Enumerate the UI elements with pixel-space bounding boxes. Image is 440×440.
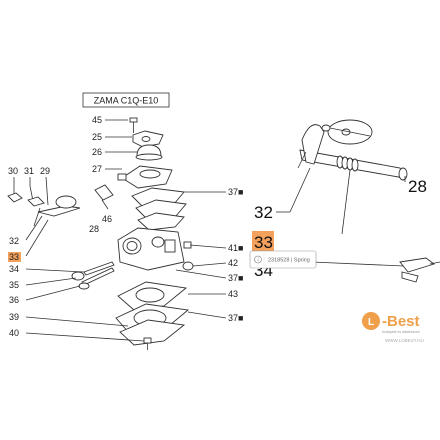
callout-33-highlight: [8, 252, 21, 262]
part-tooltip[interactable]: i 2318528 | Spring: [249, 250, 317, 269]
part-27-pump-body[interactable]: [117, 165, 173, 189]
brand-circle: [362, 312, 380, 330]
callout-26: 26: [92, 147, 102, 157]
callout-28: 28: [89, 224, 99, 234]
part-35-needle[interactable]: [71, 267, 115, 286]
zoom-callout-33-highlight: [252, 231, 274, 253]
callout-35: 35: [9, 280, 19, 290]
part-25-cover[interactable]: [132, 130, 164, 148]
part-39-cover[interactable]: [119, 319, 186, 346]
svg-text:L: L: [368, 317, 374, 328]
callout-43: 43: [228, 289, 238, 299]
zoom-callout-33: 33: [254, 233, 273, 252]
zoom-spring-33[interactable]: [336, 155, 359, 172]
part-34-needle[interactable]: [83, 261, 115, 276]
callout-37b: 37■: [228, 273, 243, 283]
svg-text:ZAMA C1Q-E10: ZAMA C1Q-E10: [94, 96, 159, 106]
callout-34: 34: [9, 264, 19, 274]
zoom-detail: 32 33 28 34: [252, 119, 440, 283]
brand-logo: L -Best budapest és alkatrészek WWW.LOBE…: [362, 312, 424, 343]
part-45-screw[interactable]: [129, 117, 138, 133]
callout-27: 27: [92, 164, 102, 174]
callout-39: 39: [9, 312, 19, 322]
callout-45: 45: [92, 115, 102, 125]
callout-29: 29: [40, 166, 50, 176]
callout-37c: 37■: [228, 313, 243, 323]
brand-name: -Best: [382, 313, 420, 330]
callout-41: 41■: [228, 243, 243, 253]
part-40-screw[interactable]: [143, 337, 152, 350]
part-42-plug[interactable]: [182, 261, 194, 271]
brand-url: WWW.LOBEST.HU: [385, 338, 424, 343]
model-label: ZAMA C1Q-E10: [82, 92, 170, 108]
part-36-spring[interactable]: [78, 282, 90, 290]
callout-25: 25: [92, 132, 102, 142]
callout-31: 31: [24, 166, 34, 176]
callout-labels-right: 37■ 41■ 42 37■ 43 37■: [228, 187, 243, 323]
zoom-callout-28: 28: [408, 177, 427, 196]
callout-30: 30: [8, 166, 18, 176]
tooltip-text: 2318528 | Spring: [268, 258, 310, 264]
zoom-callout-32: 32: [254, 203, 273, 222]
part-30-nut[interactable]: [7, 192, 23, 203]
part-31-clip[interactable]: [27, 185, 45, 207]
part-metering-plates[interactable]: [131, 187, 187, 231]
callout-36: 36: [9, 295, 19, 305]
callout-32: 32: [9, 236, 19, 246]
part-carburetor-body[interactable]: [117, 227, 185, 271]
callout-46: 46: [102, 214, 112, 224]
carburetor-exploded-view: [7, 117, 227, 350]
part-43-gasket[interactable]: [117, 281, 188, 311]
callout-42: 42: [228, 258, 238, 268]
part-29-shaft[interactable]: [33, 195, 81, 227]
brand-tagline: budapest és alkatrészek: [382, 330, 420, 334]
svg-text:i: i: [257, 258, 258, 264]
part-46-plug[interactable]: [94, 184, 114, 210]
callout-33: 33: [9, 252, 19, 262]
callout-40: 40: [9, 328, 19, 338]
info-icon: i: [254, 255, 262, 264]
callout-37a: 37■: [228, 187, 243, 197]
callout-labels-left: 45 25 26 27 30 31 29 46 28 32 33 34 35 3…: [8, 115, 112, 338]
part-41-pin[interactable]: [183, 241, 192, 249]
part-26-primer-bulb[interactable]: [135, 144, 163, 161]
